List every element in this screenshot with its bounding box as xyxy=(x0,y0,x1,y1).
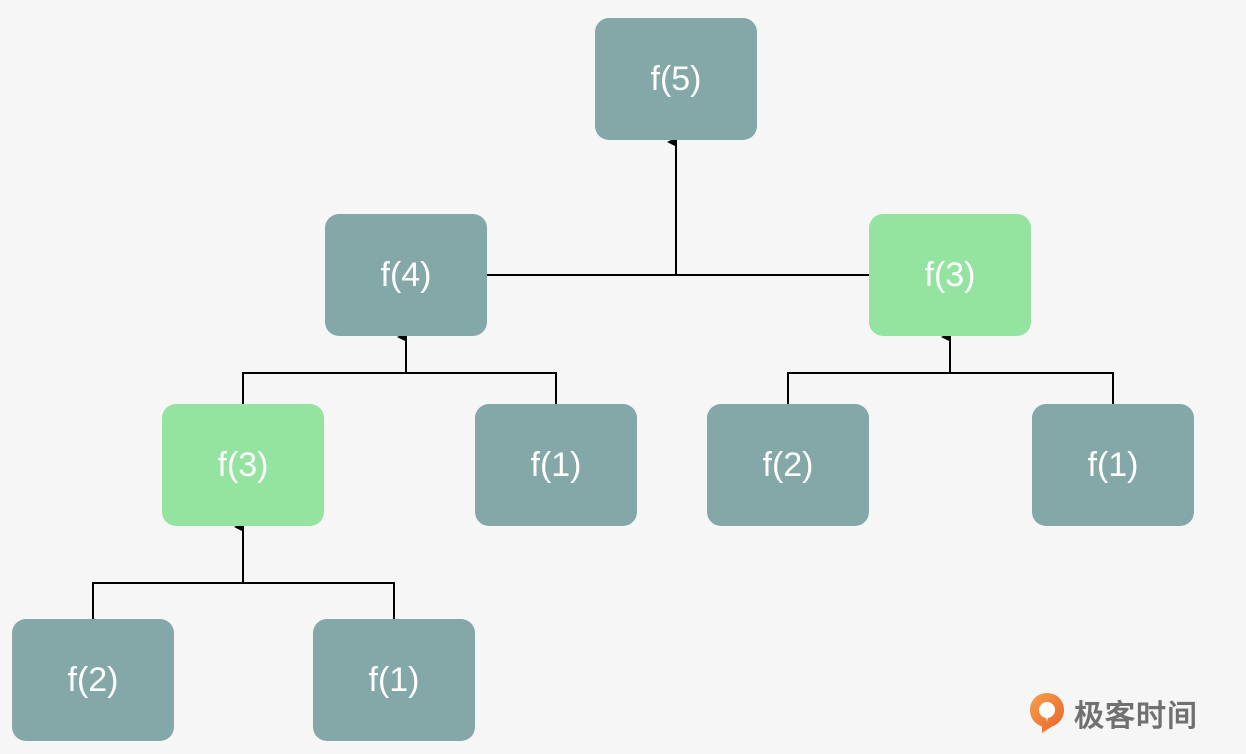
node-f3-left-memoized: f(3) xyxy=(162,404,324,526)
node-f2-right: f(2) xyxy=(707,404,869,526)
node-f5: f(5) xyxy=(595,18,757,140)
node-f2-bottom: f(2) xyxy=(12,619,174,741)
node-label: f(2) xyxy=(67,660,119,699)
node-label: f(1) xyxy=(368,660,420,699)
node-label: f(3) xyxy=(217,445,269,484)
edge-group-f3-left xyxy=(92,522,395,620)
node-label: f(1) xyxy=(530,445,582,484)
edge-group-f3-right xyxy=(787,332,1114,405)
node-f1-mid: f(1) xyxy=(475,404,637,526)
geektime-logo: 极客时间 xyxy=(1028,690,1198,736)
node-f4: f(4) xyxy=(325,214,487,336)
node-label: f(4) xyxy=(380,255,432,294)
edge-group-f5 xyxy=(487,137,869,276)
node-f1-right: f(1) xyxy=(1032,404,1194,526)
node-label: f(3) xyxy=(924,255,976,294)
connector-f3left-f1mid xyxy=(242,372,557,405)
node-label: f(2) xyxy=(762,445,814,484)
geektime-logo-icon xyxy=(1030,693,1064,733)
node-label: f(5) xyxy=(650,59,702,98)
edge-group-f4 xyxy=(242,332,557,405)
node-label: f(1) xyxy=(1087,445,1139,484)
node-f3-right-memoized: f(3) xyxy=(869,214,1031,336)
connector-f2right-f1right xyxy=(787,372,1114,405)
connector-f2bottom-f1bottom xyxy=(92,582,395,620)
node-f1-bottom: f(1) xyxy=(313,619,475,741)
logo-text: 极客时间 xyxy=(1074,699,1198,734)
